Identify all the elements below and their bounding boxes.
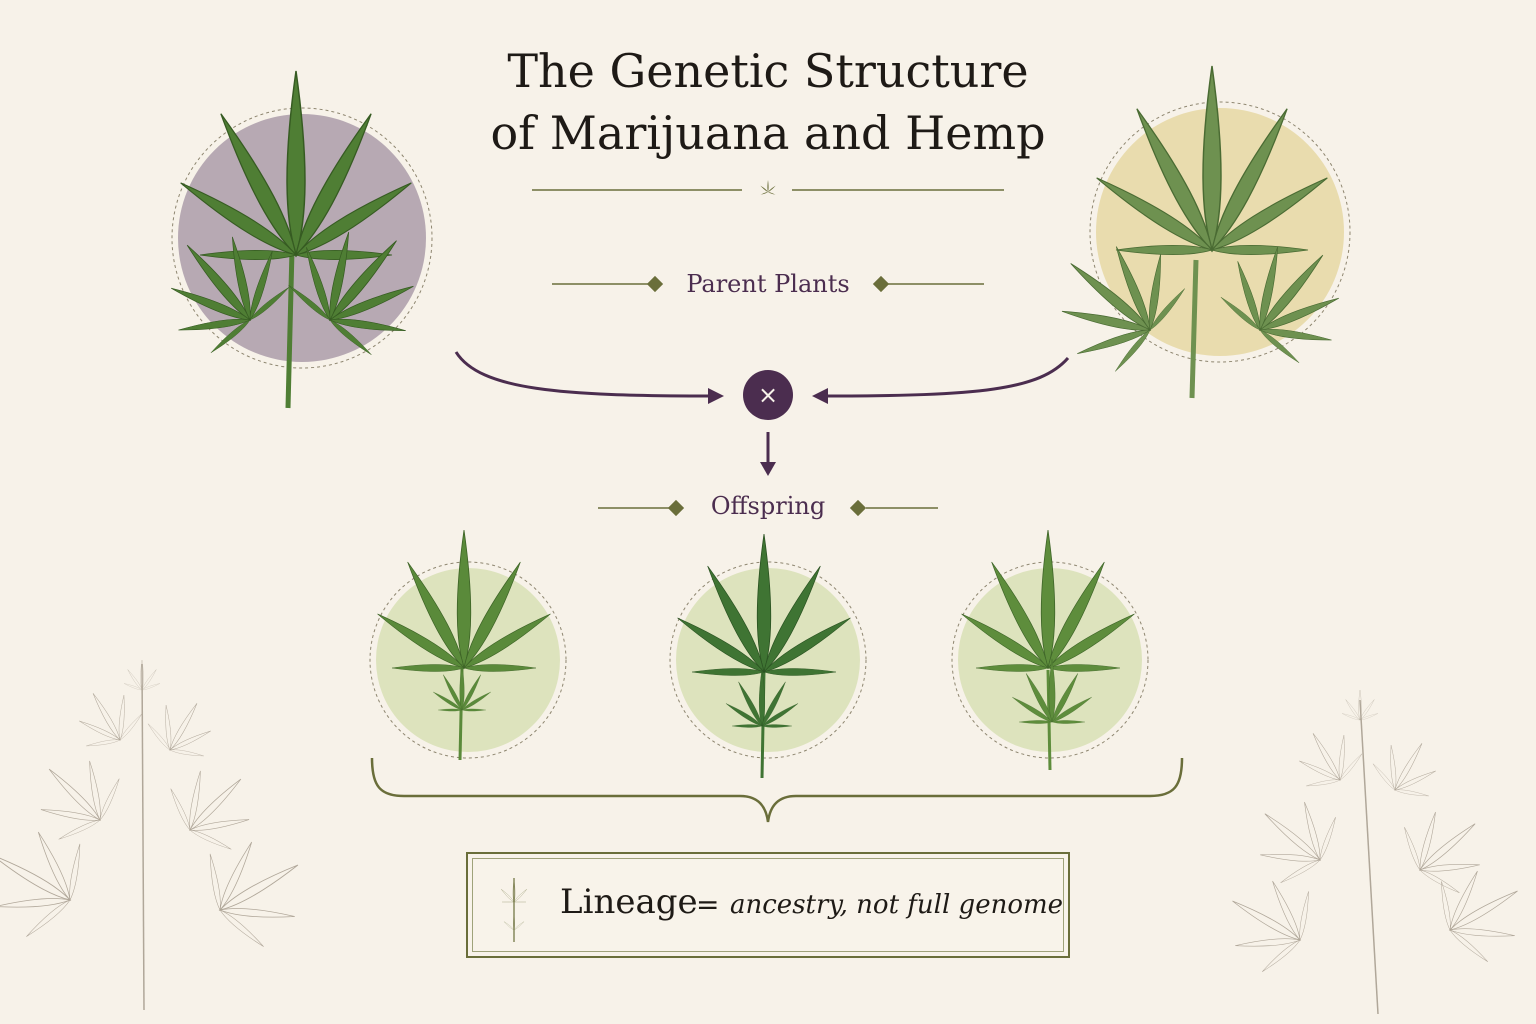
lineage-definition: ancestry, not full genome [730, 890, 1064, 920]
offspring-label: Offspring [710, 492, 826, 520]
sketch-plant-left [0, 660, 325, 1011]
parent-plant-right [1028, 66, 1371, 399]
leaf-icon [760, 180, 776, 196]
offspring-plant-2 [669, 534, 867, 779]
leaf-icon [500, 878, 528, 942]
offspring-plant-3 [951, 530, 1149, 771]
cross-icon: × [743, 370, 793, 420]
offspring-plant-1 [369, 530, 567, 761]
lineage-equals: = [696, 888, 720, 921]
offspring-label-rule [598, 499, 938, 517]
lineage-term: Lineage [560, 882, 698, 922]
parents-label-rule [552, 275, 984, 293]
arrow-heads [708, 388, 828, 476]
arrow-icon [454, 351, 1070, 466]
brace-icon [370, 757, 1184, 823]
page-title: The Genetic Structure of Marijuana and H… [368, 40, 1168, 164]
parents-label: Parent Plants [686, 270, 850, 298]
parent-plant-left [139, 71, 448, 409]
lineage-callout: Lineage = ancestry, not full genome [466, 852, 1070, 958]
title-line-2: of Marijuana and Hemp [490, 106, 1046, 160]
title-line-1: The Genetic Structure [507, 44, 1029, 98]
sketch-plant-right [1209, 690, 1536, 1015]
